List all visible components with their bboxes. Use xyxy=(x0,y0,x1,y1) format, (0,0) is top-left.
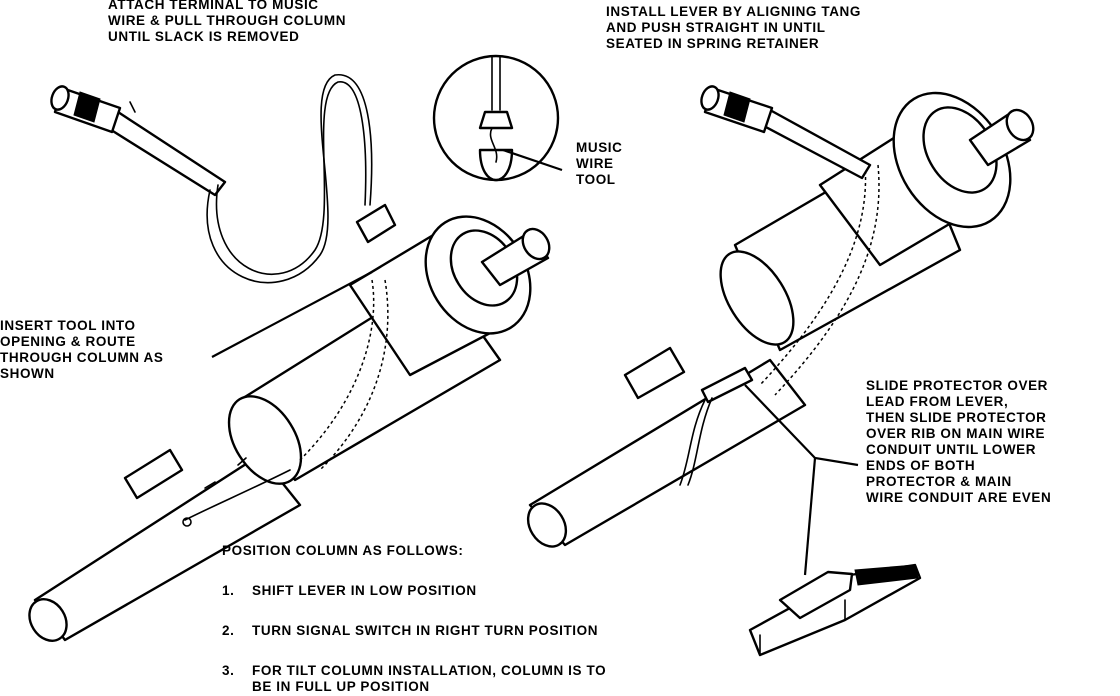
wire-conduit-detail xyxy=(748,563,922,657)
position-step-1-number: 1. xyxy=(222,583,235,598)
callout-slide-protector: SLIDE PROTECTOR OVER LEAD FROM LEVER, TH… xyxy=(866,378,1052,505)
callout-attach-terminal: ATTACH TERMINAL TO MUSIC WIRE & PULL THR… xyxy=(108,0,347,44)
turn-signal-lever-left xyxy=(50,85,227,197)
callout-install-lever: INSTALL LEVER BY ALIGNING TANG AND PUSH … xyxy=(606,4,862,51)
left-steering-column xyxy=(28,203,551,642)
music-wire-tool-inset xyxy=(432,54,560,182)
turn-signal-lever-right xyxy=(700,85,872,180)
position-step-2-number: 2. xyxy=(222,623,235,638)
insert-tool-pointer xyxy=(211,271,373,358)
slide-protector-pointer-lower xyxy=(803,457,817,576)
music-wire-tool-pointer xyxy=(502,148,563,172)
position-heading: POSITION COLUMN AS FOLLOWS: xyxy=(222,543,464,558)
position-step-2-text: TURN SIGNAL SWITCH IN RIGHT TURN POSITIO… xyxy=(252,623,599,638)
music-wire-loop xyxy=(206,74,373,284)
position-step-1-text: SHIFT LEVER IN LOW POSITION xyxy=(252,583,477,598)
position-step-3-text: FOR TILT COLUMN INSTALLATION, COLUMN IS … xyxy=(252,663,607,694)
callout-music-wire-tool: MUSIC WIRE TOOL xyxy=(576,140,623,187)
callout-insert-tool: INSERT TOOL INTO OPENING & ROUTE THROUGH… xyxy=(0,318,164,381)
position-step-3-number: 3. xyxy=(222,663,235,678)
right-steering-column xyxy=(526,91,1035,548)
